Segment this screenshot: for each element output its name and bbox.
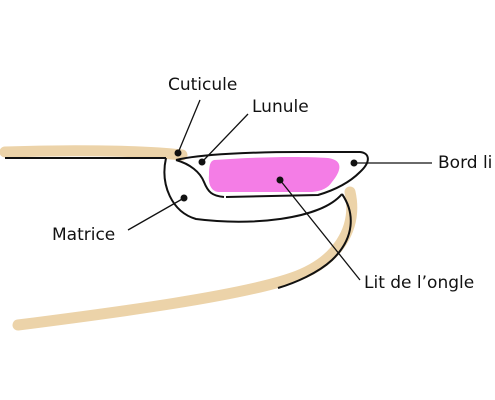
label-bord-libre: Bord li bbox=[438, 153, 492, 173]
nail-root-pocket bbox=[175, 159, 225, 198]
label-lit-ongle: Lit de l’ongle bbox=[364, 273, 474, 293]
fingertip-front-outline bbox=[277, 193, 352, 289]
fingertip-outline bbox=[163, 157, 343, 223]
nail-bed-fill bbox=[208, 156, 340, 192]
finger-bottom-skin bbox=[12, 186, 358, 331]
leader-lunule bbox=[201, 113, 249, 163]
label-lunule: Lunule bbox=[252, 97, 309, 117]
dot-lunule bbox=[198, 158, 206, 166]
leader-cuticule bbox=[177, 99, 201, 154]
dot-bord-libre bbox=[350, 159, 358, 167]
dot-matrice bbox=[180, 194, 188, 202]
leader-matrice bbox=[127, 197, 185, 231]
nail-plate bbox=[175, 151, 369, 198]
finger-top-skin bbox=[0, 145, 188, 161]
label-matrice: Matrice bbox=[52, 225, 115, 245]
dot-lit-ongle bbox=[276, 176, 284, 184]
label-cuticule: Cuticule bbox=[168, 75, 237, 95]
leader-lit-ongle bbox=[279, 179, 361, 281]
dot-cuticule bbox=[174, 149, 182, 157]
